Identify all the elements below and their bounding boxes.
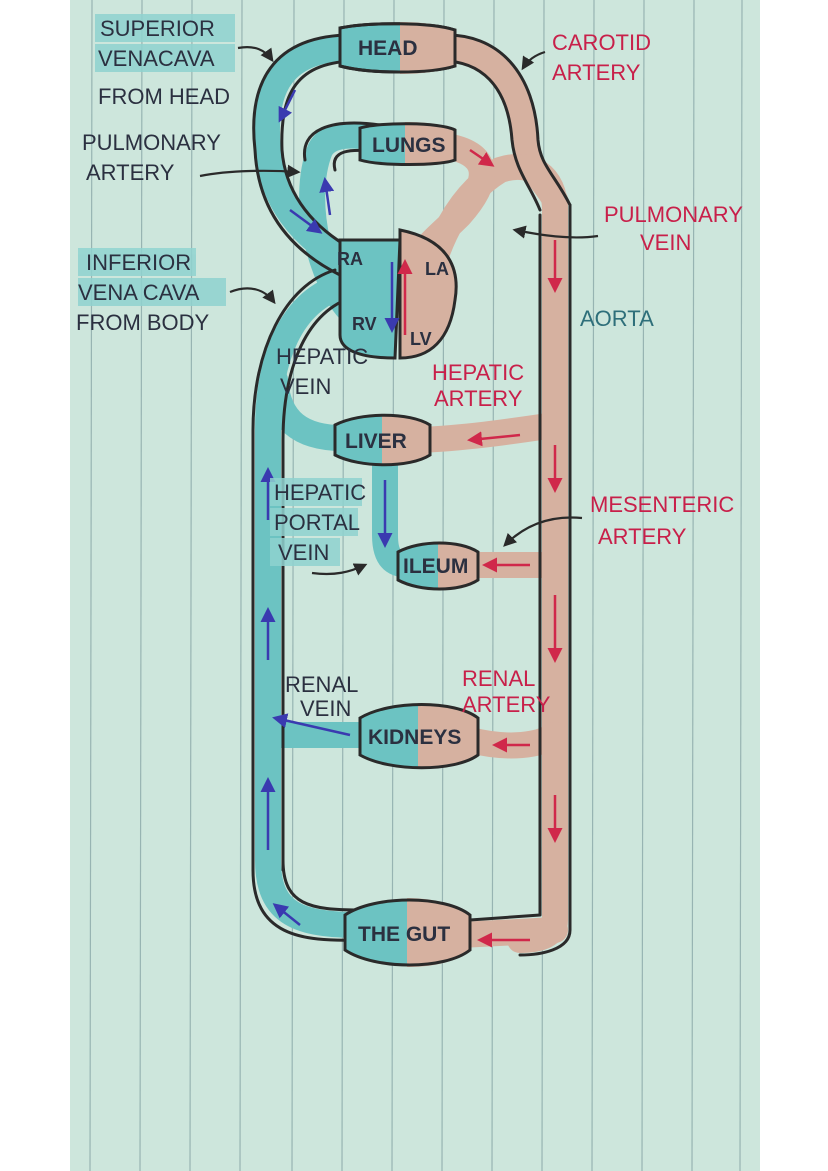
superior-vena-cava-label-line1: SUPERIOR (100, 16, 215, 41)
lungs-label: LUNGS (372, 134, 446, 157)
vein-flow-arrows (260, 89, 393, 926)
ileum-label: ILEUM (403, 555, 468, 578)
carotid-artery-label-line1: CAROTID (552, 30, 651, 55)
ra-label: RA (337, 249, 363, 269)
renal-vein-label-line2: VEIN (300, 696, 351, 721)
aorta-label: AORTA (580, 306, 654, 331)
kidneys-organ: KIDNEYS (358, 703, 480, 770)
renal-artery-label-line1: RENAL (462, 666, 535, 691)
hepatic-portal-vein-label-line2: PORTAL (274, 510, 360, 535)
mesenteric-artery-label-line1: MESENTERIC (590, 492, 734, 517)
heart-left-side (398, 228, 458, 360)
left-labels: SUPERIOR VENACAVA FROM HEAD PULMONARY AR… (76, 16, 368, 721)
inferior-vena-cava-label-line1: INFERIOR (86, 250, 191, 275)
ileum-organ: ILEUM (396, 541, 480, 591)
hepatic-portal-vein-label-line1: HEPATIC (274, 480, 366, 505)
pulmonary-vein-label-line1: PULMONARY (604, 202, 743, 227)
pulmonary-artery-label-line1: PULMONARY (82, 130, 221, 155)
vessel-outlines (251, 33, 572, 957)
head-organ: HEAD (338, 22, 457, 74)
from-body-label: FROM BODY (76, 310, 210, 335)
liver-organ: LIVER (333, 413, 432, 467)
hepatic-vein-label-line1: HEPATIC (276, 344, 368, 369)
lungs-organ: LUNGS (358, 122, 457, 166)
hepatic-vein-label-line2: VEIN (280, 374, 331, 399)
right-labels: CAROTID ARTERY PULMONARY VEIN AORTA HEPA… (432, 30, 743, 717)
heart: RA LA RV LV (337, 228, 458, 360)
superior-vena-cava-label-line2: VENACAVA (98, 46, 215, 71)
renal-artery-label-line2: ARTERY (462, 692, 551, 717)
liver-label: LIVER (345, 430, 407, 453)
hepatic-portal-vein-label-line3: VEIN (278, 540, 329, 565)
artery-flow-arrows (467, 148, 563, 948)
head-label: HEAD (358, 37, 418, 60)
gut-organ: THE GUT (343, 898, 472, 967)
label-highlights (78, 14, 362, 566)
mesenteric-artery-label-line2: ARTERY (598, 524, 687, 549)
from-head-label: FROM HEAD (98, 84, 230, 109)
carotid-artery-label-line2: ARTERY (552, 60, 641, 85)
label-pointer-arrows (199, 46, 599, 576)
inferior-vena-cava-label-line2: VENA CAVA (78, 280, 200, 305)
hepatic-artery-label-line1: HEPATIC (432, 360, 524, 385)
pulmonary-artery-label-line2: ARTERY (86, 160, 175, 185)
gut-label: THE GUT (358, 923, 450, 946)
hepatic-artery-label-line2: ARTERY (434, 386, 523, 411)
lv-label: LV (410, 329, 432, 349)
pulmonary-vein-label-line2: VEIN (640, 230, 691, 255)
renal-vein-label-line1: RENAL (285, 672, 358, 697)
rv-label: RV (352, 314, 377, 334)
la-label: LA (425, 259, 449, 279)
kidneys-label: KIDNEYS (368, 726, 461, 749)
